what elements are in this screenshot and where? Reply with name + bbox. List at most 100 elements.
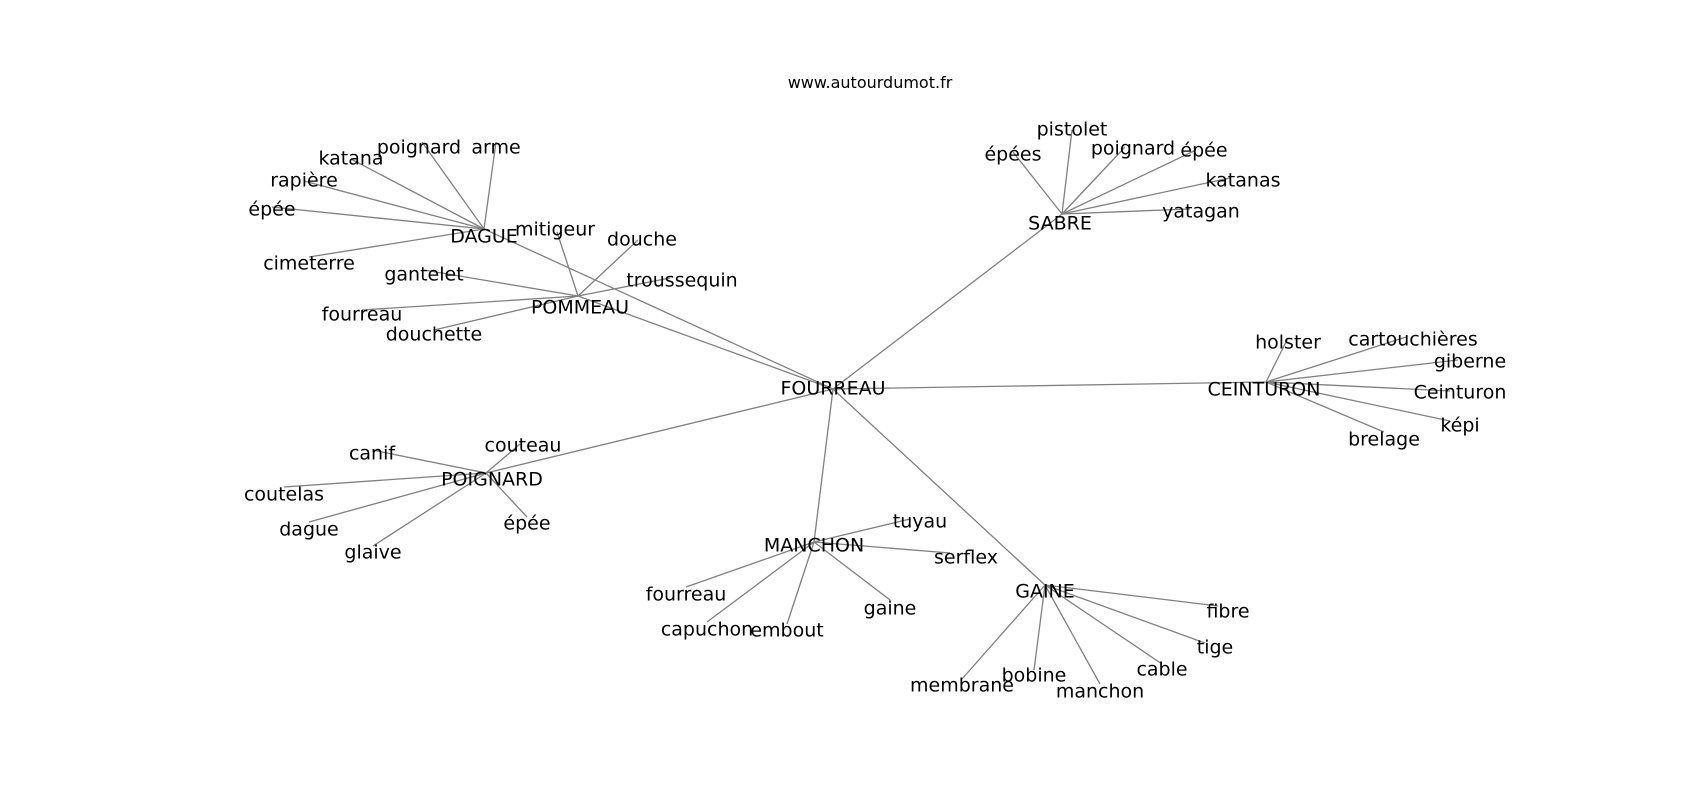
node-leaf-gaine-1: tige: [1197, 637, 1233, 659]
edge-poignard-3: [308, 472, 487, 523]
edge-manchon-2: [685, 541, 815, 588]
node-group-gaine: GAINE: [1015, 581, 1075, 603]
node-leaf-manchon-3: capuchon: [661, 619, 753, 641]
edge-dague-3: [303, 180, 485, 230]
node-leaf-manchon-1: serflex: [934, 547, 998, 569]
node-leaf-ceinturon-1: cartouchières: [1348, 329, 1477, 351]
node-leaf-sabre-1: épées: [984, 144, 1041, 166]
node-leaf-dague-4: épée: [248, 199, 295, 221]
edge-gaine-2: [1044, 584, 1163, 665]
edge-manchon-0: [813, 518, 911, 543]
edge-gaine-3: [1044, 584, 1101, 685]
node-leaf-dague-5: cimeterre: [263, 253, 355, 275]
node-leaf-manchon-2: fourreau: [646, 584, 727, 606]
node-leaf-poignard-5: épée: [503, 513, 550, 535]
node-leaf-dague-2: arme: [471, 137, 520, 159]
edge-sabre-5: [1061, 208, 1191, 215]
node-leaf-poignard-1: canif: [349, 443, 396, 465]
node-leaf-gaine-2: cable: [1136, 659, 1187, 681]
node-leaf-sabre-5: yatagan: [1162, 201, 1240, 223]
node-leaf-gaine-4: bobine: [1002, 665, 1067, 687]
node-leaf-poignard-0: couteau: [485, 435, 562, 457]
edge-center-gaine: [832, 388, 1046, 586]
edge-pommeau-3: [423, 269, 579, 297]
edge-poignard-0: [485, 443, 521, 474]
edge-ceinturon-2: [1265, 359, 1459, 383]
node-leaf-pommeau-2: troussequin: [626, 270, 737, 292]
edge-gaine-1: [1044, 584, 1206, 644]
node-leaf-pommeau-1: douche: [607, 229, 677, 251]
graph-edges: [271, 129, 1459, 685]
node-leaf-pommeau-3: gantelet: [384, 264, 463, 286]
node-leaf-sabre-2: poignard: [1091, 138, 1175, 160]
node-leaf-dague-1: poignard: [377, 137, 461, 159]
edge-center-sabre: [832, 213, 1063, 390]
node-leaf-dague-0: katana: [318, 148, 383, 170]
node-group-ceinturon: CEINTURON: [1208, 379, 1321, 401]
edge-sabre-0: [1061, 129, 1073, 215]
node-group-poignard: POIGNARD: [441, 469, 543, 491]
node-group-dague: DAGUE: [450, 226, 518, 248]
edge-center-poignard: [485, 388, 834, 474]
edge-gaine-0: [1044, 584, 1219, 607]
node-group-manchon: MANCHON: [764, 535, 864, 557]
node-leaf-poignard-2: coutelas: [244, 484, 324, 506]
edge-sabre-4: [1061, 177, 1231, 215]
node-group-pommeau: POMMEAU: [531, 297, 629, 319]
edge-poignard-5: [485, 472, 528, 518]
edge-poignard-2: [283, 472, 487, 488]
edge-ceinturon-3: [1265, 381, 1451, 392]
edge-manchon-4: [786, 541, 815, 625]
edge-ceinturon-5: [1265, 381, 1385, 433]
node-leaf-gaine-5: membrane: [910, 675, 1014, 697]
edge-dague-2: [483, 141, 497, 230]
edge-dague-0: [350, 158, 485, 230]
edge-ceinturon-4: [1265, 381, 1451, 422]
node-leaf-sabre-0: pistolet: [1037, 119, 1108, 141]
edge-center-pommeau: [577, 295, 834, 390]
site-url: www.autourdumot.fr: [788, 73, 953, 92]
node-leaf-pommeau-4: fourreau: [322, 304, 403, 326]
edge-pommeau-1: [577, 239, 639, 297]
edge-ceinturon-1: [1265, 336, 1407, 383]
node-leaf-gaine-3: manchon: [1056, 681, 1144, 703]
edge-pommeau-2: [577, 277, 671, 297]
edge-pommeau-4: [361, 295, 579, 311]
node-leaf-pommeau-5: douchette: [386, 324, 483, 346]
node-leaf-manchon-4: embout: [750, 620, 823, 642]
edge-manchon-5: [813, 541, 891, 601]
node-leaf-manchon-5: gaine: [864, 598, 917, 620]
node-leaf-dague-3: rapière: [270, 170, 338, 192]
node-leaf-gaine-0: fibre: [1206, 601, 1249, 623]
edge-poignard-1: [371, 449, 487, 474]
edge-sabre-1: [1012, 151, 1063, 215]
edge-sabre-2: [1061, 146, 1126, 215]
node-leaf-manchon-0: tuyau: [893, 511, 947, 533]
node-leaf-poignard-4: glaive: [344, 542, 401, 564]
edge-poignard-4: [372, 472, 487, 547]
node-leaf-ceinturon-5: brelage: [1348, 429, 1420, 451]
node-leaf-sabre-4: katanas: [1206, 170, 1281, 192]
edge-dague-5: [308, 228, 485, 258]
edge-ceinturon-0: [1265, 337, 1289, 383]
edge-dague-1: [421, 141, 485, 230]
edge-sabre-3: [1061, 149, 1197, 215]
edge-gaine-4: [1033, 584, 1046, 671]
node-leaf-sabre-3: épée: [1180, 140, 1227, 162]
node-center-fourreau: FOURREAU: [780, 378, 885, 400]
node-leaf-ceinturon-2: giberne: [1434, 351, 1506, 373]
edge-center-manchon: [813, 388, 834, 543]
node-leaf-ceinturon-3: Ceinturon: [1414, 382, 1507, 404]
edge-center-dague: [483, 228, 834, 390]
edge-dague-4: [271, 206, 485, 230]
node-leaf-pommeau-0: mitigeur: [515, 219, 595, 241]
node-leaf-poignard-3: dague: [279, 519, 339, 541]
edge-pommeau-0: [556, 231, 579, 297]
edge-center-ceinturon: [832, 381, 1267, 390]
edge-pommeau-5: [433, 295, 579, 331]
edge-manchon-1: [813, 541, 951, 554]
node-leaf-ceinturon-0: holster: [1255, 332, 1321, 354]
node-group-sabre: SABRE: [1028, 213, 1092, 235]
